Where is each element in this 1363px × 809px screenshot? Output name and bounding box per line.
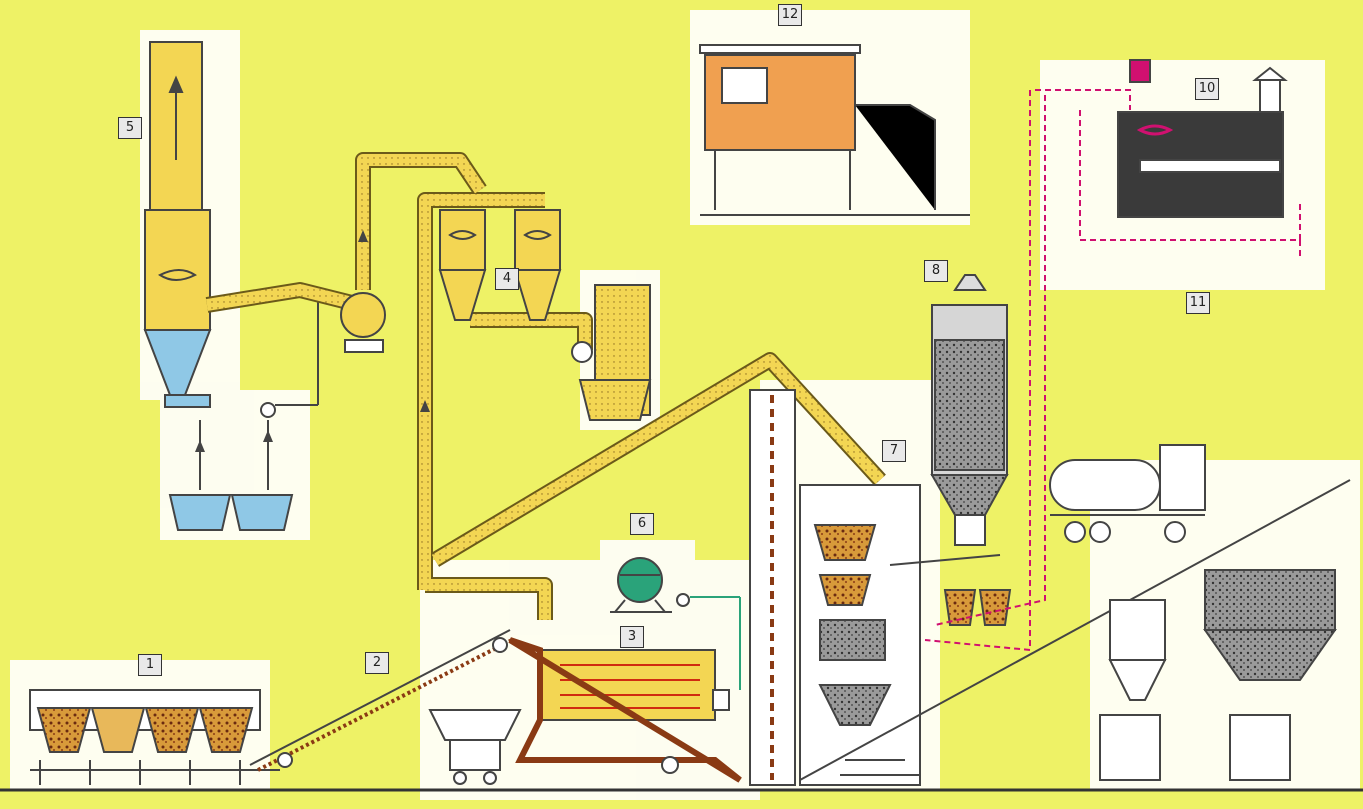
cyclones	[438, 209, 593, 363]
control-cabin	[699, 44, 970, 216]
truck-left	[428, 709, 522, 785]
aggregate-bins	[29, 689, 280, 785]
fuel-tank	[610, 557, 741, 690]
label-3: 3	[620, 626, 644, 648]
label-1: 1	[138, 654, 162, 676]
storage-silos	[799, 479, 1351, 781]
label-4: 4	[495, 268, 519, 290]
label-7: 7	[882, 440, 906, 462]
bitumen-heater	[1117, 59, 1288, 218]
duct-network	[205, 152, 886, 620]
mixing-tower	[749, 389, 921, 786]
water-tanks	[168, 292, 319, 531]
label-11: 11	[1186, 292, 1210, 314]
label-12: 12	[778, 4, 802, 26]
label-8: 8	[924, 260, 948, 282]
chimney-scrubber	[143, 41, 212, 408]
exhaust-fan	[340, 292, 386, 353]
label-10: 10	[1195, 78, 1219, 100]
label-6: 6	[630, 513, 654, 535]
rotary-dryer	[508, 637, 742, 783]
filler-silo	[578, 284, 652, 421]
flow-arrows	[195, 230, 430, 452]
heating-oil-lines	[924, 89, 1301, 652]
bitumen-silo	[889, 274, 1012, 626]
tanker-truck	[1049, 444, 1206, 543]
feed-conveyor	[249, 629, 513, 772]
label-5: 5	[118, 117, 142, 139]
label-2: 2	[365, 652, 389, 674]
